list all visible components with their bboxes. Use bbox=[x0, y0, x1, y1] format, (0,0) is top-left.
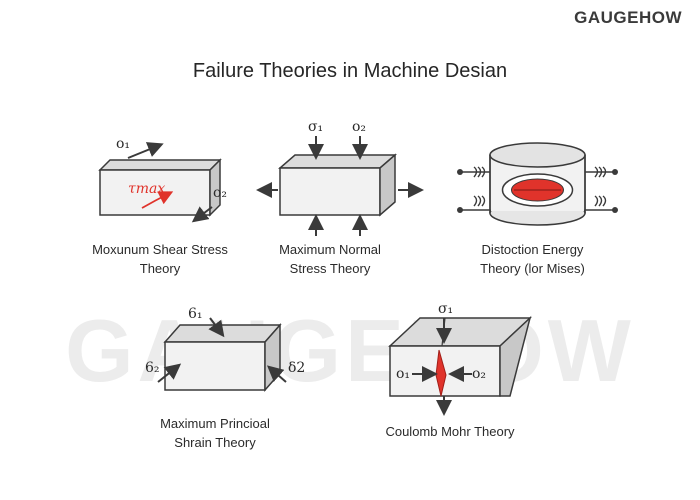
distortion-energy-cylinder bbox=[457, 142, 618, 226]
coulomb-mohr-caption: Coulomb Mohr Theory bbox=[365, 422, 535, 441]
caption-line: Theory (lor Mises) bbox=[480, 261, 585, 276]
normal-stress-caption: Maximum Normal Stress Theory bbox=[245, 240, 415, 278]
sigma2-side-label: o₂ bbox=[472, 366, 486, 382]
sigma1-label: o₁ bbox=[116, 136, 130, 152]
caption-line: Maximum Normal bbox=[279, 242, 381, 257]
principal-strain-caption: Maximum Princioal Shrain Theory bbox=[130, 414, 300, 452]
shear-stress-block bbox=[98, 142, 222, 223]
top-strain-label: 6₁ bbox=[188, 306, 203, 322]
caption-line: Moxunum Shear Stress bbox=[92, 242, 228, 257]
sigma1-side-label: o₁ bbox=[396, 366, 410, 382]
watermark: GAUGEHOW bbox=[65, 301, 635, 400]
caption-line: Distoction Energy bbox=[481, 242, 584, 257]
caption-line: Stress Theory bbox=[289, 261, 371, 276]
brand-logo: GAUGEHOW bbox=[574, 8, 682, 27]
caption-line: Shrain Theory bbox=[174, 435, 256, 450]
shear-stress-caption: Moxunum Shear Stress Theory bbox=[65, 240, 255, 278]
right-strain-label: δ2 bbox=[288, 360, 305, 376]
normal-stress-block bbox=[256, 136, 424, 236]
coulomb-mohr-block bbox=[388, 315, 532, 416]
left-strain-label: 6₂ bbox=[145, 360, 160, 376]
principal-strain-block bbox=[157, 317, 287, 392]
sigma2-label: o₂ bbox=[352, 119, 366, 135]
caption-line: Maximum Princioal bbox=[160, 416, 270, 431]
sigma1-label: σ₁ bbox=[308, 119, 323, 135]
tau-max-label: τmax bbox=[128, 181, 165, 197]
caption-line: Coulomb Mohr Theory bbox=[385, 424, 515, 439]
sigma1-label: σ₁ bbox=[438, 301, 453, 317]
caption-line: Theory bbox=[139, 261, 181, 276]
page-title: Failure Theories in Machine Desian bbox=[192, 60, 508, 82]
sigma2-label: o₂ bbox=[213, 185, 227, 201]
distortion-energy-caption: Distoction Energy Theory (lor Mises) bbox=[440, 240, 625, 278]
